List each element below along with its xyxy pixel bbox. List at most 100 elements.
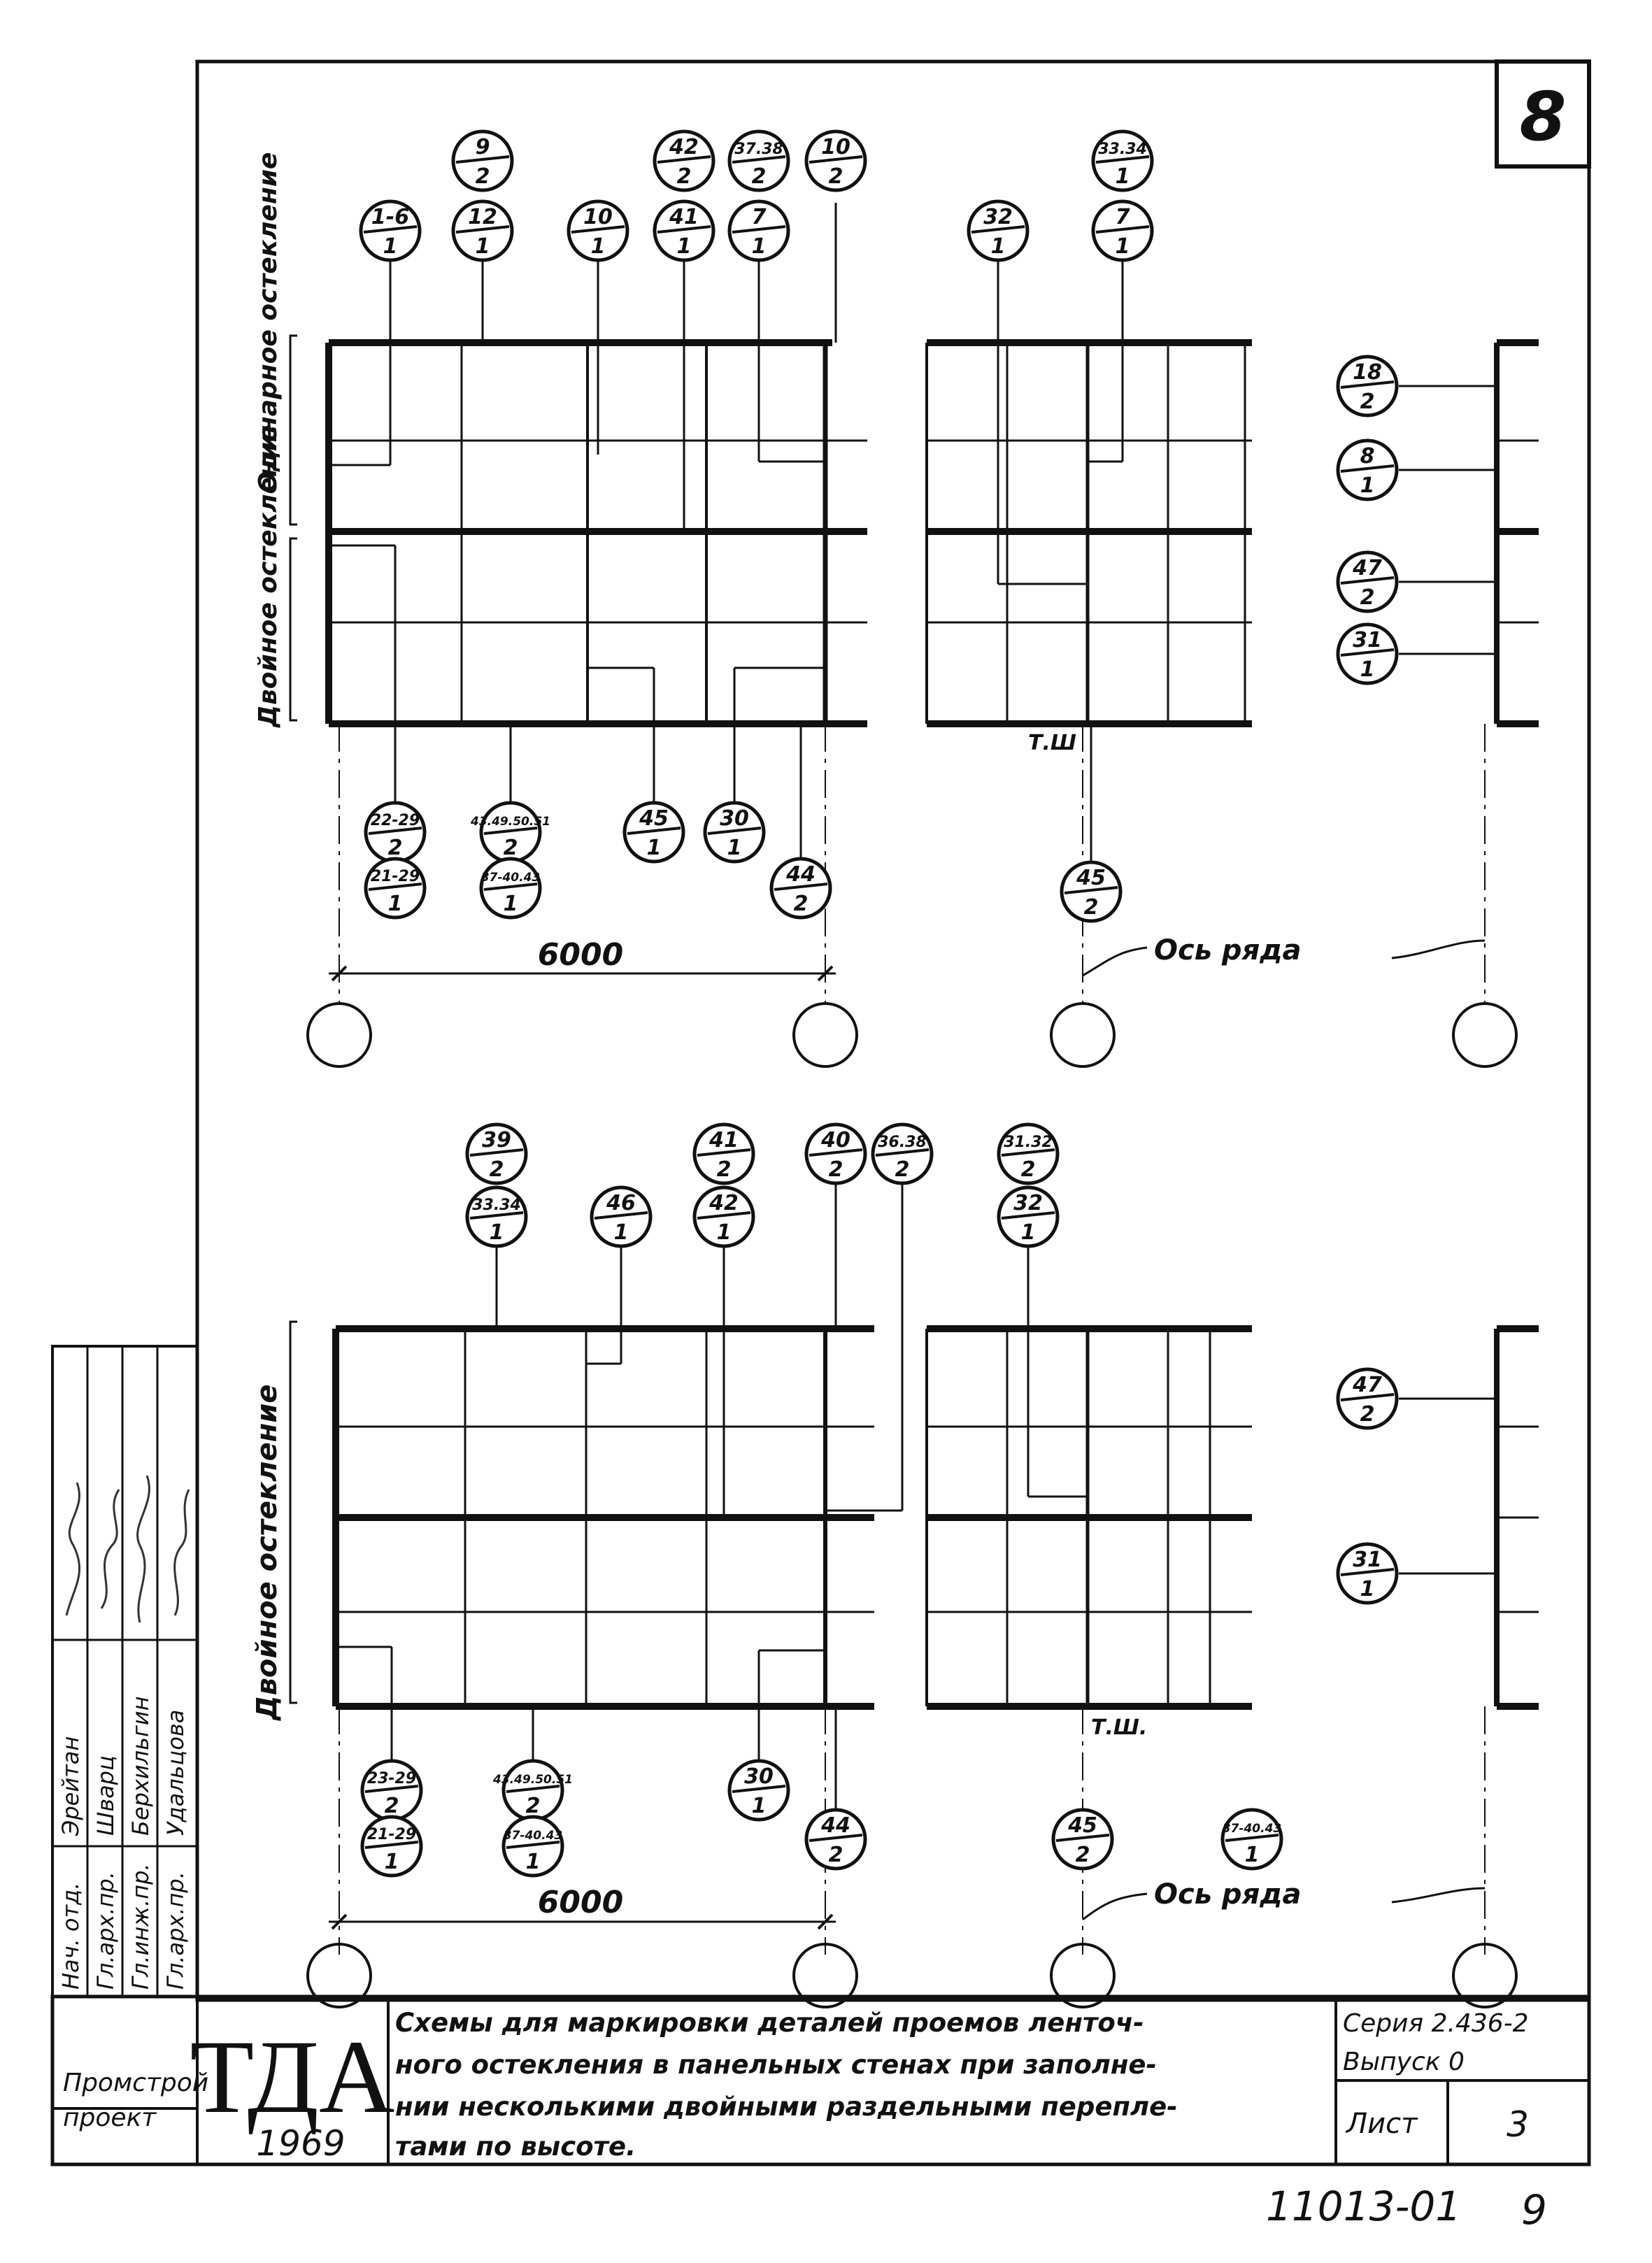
description-line-2: ного остекления в панельных стенах при з… bbox=[395, 2050, 1157, 2080]
callout-number: 21-29 bbox=[367, 1826, 416, 1843]
callout-divider bbox=[571, 225, 625, 234]
callout-sheet: 1 bbox=[526, 1850, 541, 1874]
description-line-4: тами по высоте. bbox=[395, 2132, 636, 2162]
callout-number: 45 bbox=[1067, 1813, 1097, 1838]
upper-dimension: 6000 bbox=[538, 937, 623, 973]
stamp-name-3: Берхильгин bbox=[127, 1696, 154, 1836]
callout-number: 32 bbox=[1013, 1191, 1043, 1215]
lower-diagram-callouts-top-callout: 461 bbox=[590, 1185, 653, 1248]
lower-double-glazing-label: Двойное остекление bbox=[251, 1385, 283, 1722]
upper-diagram-callouts-bottom-callout: 21-291 bbox=[364, 857, 427, 920]
callout-sheet: 1 bbox=[476, 234, 490, 259]
callout-number: 31.32 bbox=[1004, 1134, 1053, 1151]
callout-divider bbox=[1064, 886, 1118, 894]
upper-diagram-callouts-top-callout: 321 bbox=[967, 199, 1030, 262]
callout-divider bbox=[469, 1211, 524, 1220]
org-line-2: проект bbox=[63, 2104, 157, 2132]
callout-sheet: 2 bbox=[476, 164, 490, 189]
callout-sheet: 2 bbox=[752, 164, 767, 189]
callout-divider bbox=[809, 1148, 863, 1157]
callout-number: 30 bbox=[720, 806, 749, 831]
callout-divider bbox=[732, 225, 786, 234]
stamp-role-3: Гл.инж.пр. bbox=[127, 1863, 154, 1990]
callout-divider bbox=[506, 1841, 560, 1849]
callout-sheet: 1 bbox=[1116, 164, 1130, 189]
upper-diagram-callouts-right-callout: 311 bbox=[1336, 622, 1399, 685]
callout-number: 46 bbox=[606, 1191, 636, 1215]
callout-divider bbox=[364, 1841, 419, 1849]
callout-divider bbox=[506, 1785, 560, 1793]
lower-diagram-callouts-bottom-callout: 452 bbox=[1051, 1808, 1114, 1871]
callout-number: 44 bbox=[820, 1813, 850, 1838]
lower-diagram-callouts-bottom-callout: 37-40.431 bbox=[501, 1815, 564, 1878]
callout-divider bbox=[594, 1211, 648, 1220]
callout-sheet: 2 bbox=[504, 836, 518, 860]
callout-divider bbox=[971, 225, 1025, 234]
callout-number: 9 bbox=[476, 135, 490, 159]
stamp-name-4: Удальцова bbox=[162, 1710, 189, 1836]
callout-divider bbox=[1340, 576, 1395, 585]
callout-divider bbox=[657, 155, 711, 164]
upper-diagram-callouts-right-callout: 182 bbox=[1336, 355, 1399, 417]
upper-diagram-callouts-bottom-callout: 452 bbox=[1060, 860, 1123, 923]
callout-number: 12 bbox=[468, 205, 497, 229]
lower-diagram-callouts-bottom-callout: 37-40.431 bbox=[1220, 1808, 1283, 1871]
upper-diagram-callouts-right-callout: 472 bbox=[1336, 550, 1399, 613]
callout-divider bbox=[1055, 1834, 1110, 1842]
upper-diagram-callouts-top-callout: 411 bbox=[653, 199, 715, 262]
upper-double-glazing-label: Двойное остекление bbox=[254, 425, 283, 728]
upper-diagram-callouts-top-callout: 422 bbox=[653, 129, 715, 192]
callout-number: 31 bbox=[1353, 628, 1382, 652]
callout-divider bbox=[809, 1834, 863, 1842]
callout-divider bbox=[1001, 1148, 1055, 1157]
callout-divider bbox=[1340, 380, 1395, 389]
upper-diagram-callouts-top-callout: 101 bbox=[567, 199, 629, 262]
lower-diagram bbox=[289, 1182, 1539, 2008]
callout-divider bbox=[707, 827, 762, 835]
callout-sheet: 1 bbox=[388, 892, 403, 916]
callout-sheet: 1 bbox=[717, 1220, 732, 1245]
callout-sheet: 2 bbox=[1076, 1843, 1090, 1867]
stamp-name-2: Шварц bbox=[92, 1755, 119, 1836]
callout-number: 7 bbox=[752, 205, 767, 229]
callout-number: 37-40.43 bbox=[1223, 1822, 1282, 1836]
callout-sheet: 1 bbox=[591, 234, 606, 259]
callout-number: 42 bbox=[669, 135, 699, 159]
callout-number: 8 bbox=[1360, 444, 1375, 469]
lower-diagram-callouts-bottom-callout: 23-292 bbox=[360, 1759, 423, 1822]
callout-sheet: 1 bbox=[677, 234, 692, 259]
callout-sheet: 1 bbox=[1021, 1220, 1036, 1245]
callout-number: 36.38 bbox=[878, 1134, 927, 1151]
callout-number: 45 bbox=[639, 806, 669, 831]
lower-diagram-callouts-top-callout: 421 bbox=[692, 1185, 755, 1248]
callout-divider bbox=[483, 827, 538, 835]
callout-divider bbox=[363, 225, 418, 234]
callout-number: 7 bbox=[1116, 205, 1130, 229]
lower-diagram-callouts-top-callout: 412 bbox=[692, 1122, 755, 1185]
callout-divider bbox=[697, 1148, 751, 1157]
callout-sheet: 1 bbox=[385, 1850, 399, 1874]
lower-diagram-callouts-top-callout: 402 bbox=[804, 1122, 867, 1185]
callout-divider bbox=[1340, 648, 1395, 657]
upper-axis-label: Ось ряда bbox=[1154, 934, 1302, 966]
sheet-number: 3 bbox=[1507, 2104, 1529, 2145]
year: 1969 bbox=[256, 2123, 345, 2164]
lower-diagram-callouts-right-callout: 472 bbox=[1336, 1367, 1399, 1430]
page-badge-box bbox=[1495, 59, 1591, 169]
callout-number: 44 bbox=[785, 862, 816, 887]
callout-number: 41 bbox=[669, 205, 699, 229]
callout-divider bbox=[1340, 464, 1395, 473]
callout-sheet: 1 bbox=[1360, 473, 1375, 498]
callout-divider bbox=[627, 827, 681, 835]
lower-diagram-callouts-right-callout: 311 bbox=[1336, 1542, 1399, 1605]
upper-diagram-callouts-top-callout: 71 bbox=[727, 199, 790, 262]
upper-diagram-callouts-bottom-callout: 301 bbox=[703, 801, 766, 864]
upper-diagram-callouts-top-callout: 33.341 bbox=[1091, 129, 1154, 192]
lower-diagram-callouts-top-callout: 392 bbox=[465, 1122, 528, 1185]
lower-diagram-callouts-top-callout: 321 bbox=[997, 1185, 1060, 1248]
callout-sheet: 2 bbox=[895, 1157, 910, 1182]
lower-diagram-callouts-top-callout: 36.38 2 bbox=[871, 1122, 934, 1185]
issue: Выпуск 0 bbox=[1343, 2048, 1465, 2076]
callout-divider bbox=[469, 1148, 524, 1157]
callout-number: 39 bbox=[482, 1128, 511, 1152]
